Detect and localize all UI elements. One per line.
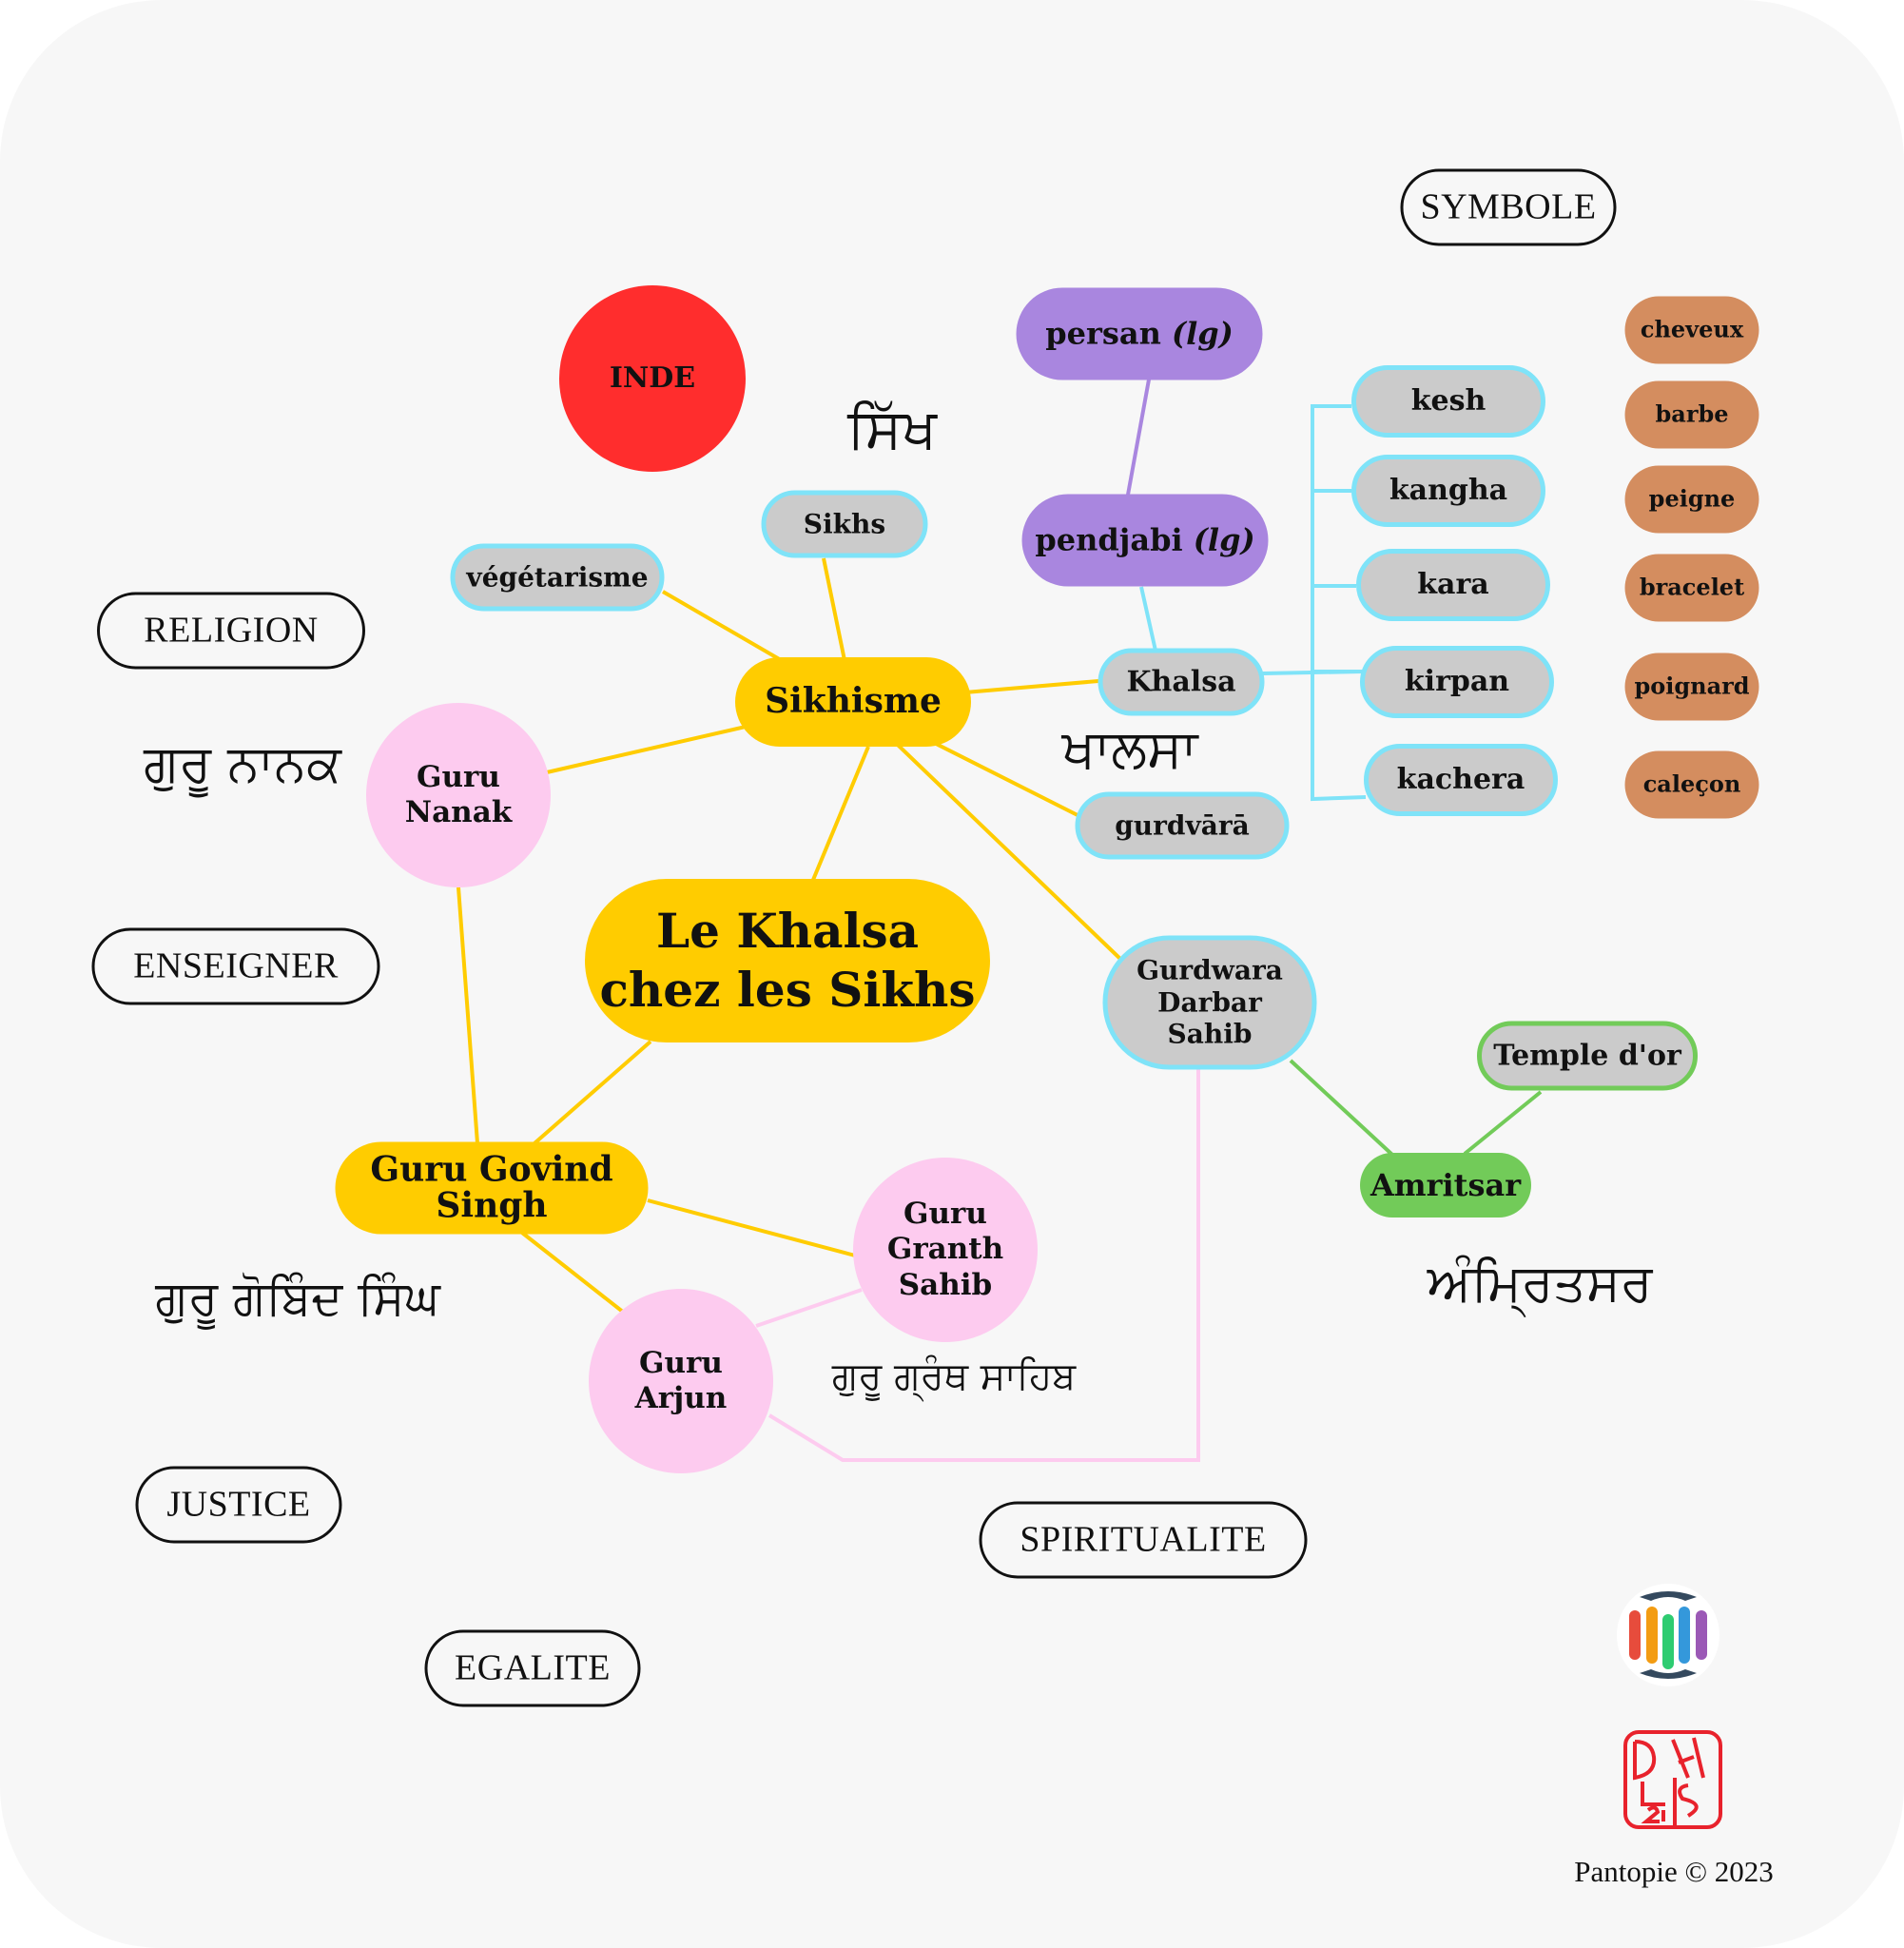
tag-justice-label: JUSTICE (166, 1484, 311, 1525)
node-kachera-label: kachera (1396, 763, 1525, 796)
node-barbe-label: barbe (1655, 399, 1729, 428)
node-kara[interactable]: kara (1356, 549, 1550, 621)
node-khalsa[interactable]: Khalsa (1098, 648, 1265, 716)
tag-symbole-label: SYMBOLE (1420, 186, 1597, 227)
node-vegetarisme-label: végétarisme (466, 561, 649, 594)
node-poignard-label: poignard (1634, 672, 1750, 700)
tag-spiritualite-label: SPIRITUALITE (1020, 1519, 1267, 1560)
tag-egalite-label: EGALITE (455, 1647, 611, 1688)
tag-enseigner[interactable]: ENSEIGNER (91, 927, 380, 1005)
gurmukhi-guru-gobind-singh: ਗੁਰੂ ਗੋਬਿੰਦ ਸਿੰਘ (155, 1270, 440, 1326)
node-barbe[interactable]: barbe (1624, 380, 1759, 449)
stamp-logo-icon (1623, 1730, 1722, 1829)
node-kara-label: kara (1417, 568, 1489, 601)
gurmukhi-guru-granth-sahib: ਗੁਰੂ ਗ੍ਰੰਥ ਸਾਹਿਬ (831, 1354, 1077, 1398)
node-poignard[interactable]: poignard (1624, 653, 1759, 721)
node-sikhisme-label: Sikhisme (765, 681, 942, 722)
node-peigne-label: peigne (1648, 484, 1736, 513)
node-khalsa-label: Khalsa (1126, 665, 1236, 698)
node-calecon[interactable]: caleçon (1624, 750, 1759, 819)
tag-egalite[interactable]: EGALITE (424, 1629, 641, 1707)
node-cheveux[interactable]: cheveux (1624, 296, 1759, 364)
node-amritsar[interactable]: Amritsar (1360, 1153, 1531, 1218)
node-kesh-label: kesh (1410, 384, 1486, 418)
node-peigne[interactable]: peigne (1624, 465, 1759, 534)
node-bracelet[interactable]: bracelet (1624, 554, 1759, 622)
node-bracelet-label: bracelet (1639, 573, 1745, 601)
copyright-text: Pantopie © 2023 (1574, 1855, 1774, 1888)
node-vegetarisme[interactable]: végétarisme (450, 543, 665, 612)
tag-spiritualite[interactable]: SPIRITUALITE (979, 1501, 1308, 1579)
tag-symbole[interactable]: SYMBOLE (1400, 168, 1617, 246)
node-amritsar-label: Amritsar (1370, 1166, 1522, 1203)
tag-justice[interactable]: JUSTICE (135, 1466, 342, 1544)
node-calecon-label: caleçon (1642, 769, 1741, 798)
node-gurdvara[interactable]: gurdvārā (1075, 791, 1290, 860)
tag-religion-label: RELIGION (144, 610, 319, 651)
node-kirpan-label: kirpan (1404, 665, 1510, 698)
node-sikhisme[interactable]: Sikhisme (735, 657, 971, 747)
node-kirpan[interactable]: kirpan (1360, 646, 1554, 718)
node-sikhs-label: Sikhs (803, 508, 886, 540)
node-kangha[interactable]: kangha (1351, 455, 1545, 527)
node-pendjabi-label: pendjabi (lg) (1035, 521, 1255, 558)
gurmukhi-sikh: ਸਿੱਖ (846, 396, 938, 461)
node-temple-dor-label: Temple d'or (1493, 1039, 1681, 1072)
node-inde[interactable]: INDE (559, 285, 746, 472)
wikimedia-style-logo-icon (1617, 1584, 1719, 1686)
gurmukhi-khalsa: ਖਾਲਸਾ (1061, 718, 1198, 780)
node-cheveux-label: cheveux (1640, 315, 1744, 343)
node-persan-label: persan (lg) (1045, 315, 1234, 352)
node-inde-label: INDE (609, 361, 696, 395)
tag-enseigner-label: ENSEIGNER (133, 945, 339, 986)
node-gurdvara-label: gurdvārā (1115, 809, 1250, 842)
gurmukhi-guru-nanak: ਗੁਰੂ ਨਾਨਕ (143, 733, 342, 793)
node-kangha-label: kangha (1389, 474, 1508, 507)
node-sikhs[interactable]: Sikhs (761, 490, 928, 558)
node-kachera[interactable]: kachera (1364, 744, 1558, 816)
node-persan[interactable]: persan (lg) (1016, 287, 1263, 380)
gurmukhi-amritsar: ਅੰਮ੍ਰਿਤਸਰ (1427, 1253, 1653, 1313)
node-pendjabi[interactable]: pendjabi (lg) (1021, 494, 1269, 587)
node-kesh[interactable]: kesh (1351, 365, 1545, 438)
node-temple-dor[interactable]: Temple d'or (1477, 1021, 1698, 1091)
tag-religion[interactable]: RELIGION (97, 592, 365, 670)
